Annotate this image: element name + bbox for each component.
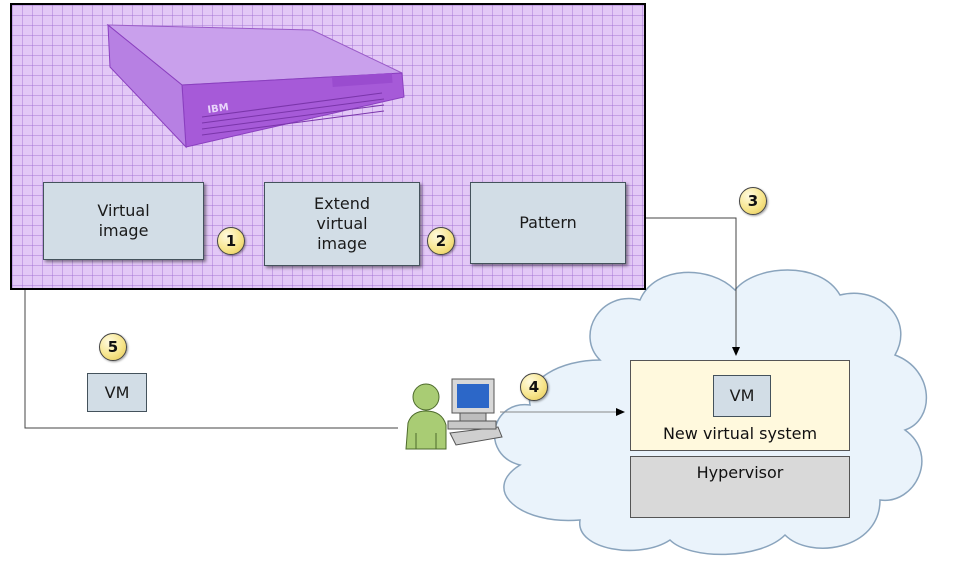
hypervisor-box: Hypervisor [630,456,850,518]
pattern-box: Pattern [470,182,626,264]
appliance-image: IBM [106,23,405,149]
step-badge-1: 1 [217,227,245,255]
step-badge-3: 3 [739,187,767,215]
vm-box: VM [87,373,147,412]
vm-inner-box: VM [713,375,771,417]
extend-virtual-image-box: Extend virtual image [264,182,420,266]
step-badge-5: 5 [99,333,127,361]
appliance-logo: IBM [207,102,230,116]
virtual-image-box: Virtual image [43,182,204,260]
step-badge-2: 2 [427,227,455,255]
user-computer-icon [405,378,503,450]
arrow-3 [628,217,740,356]
new-virtual-system: VM New virtual system [630,360,850,451]
step-badge-4: 4 [520,373,548,401]
new-virtual-system-label: New virtual system [662,424,818,443]
